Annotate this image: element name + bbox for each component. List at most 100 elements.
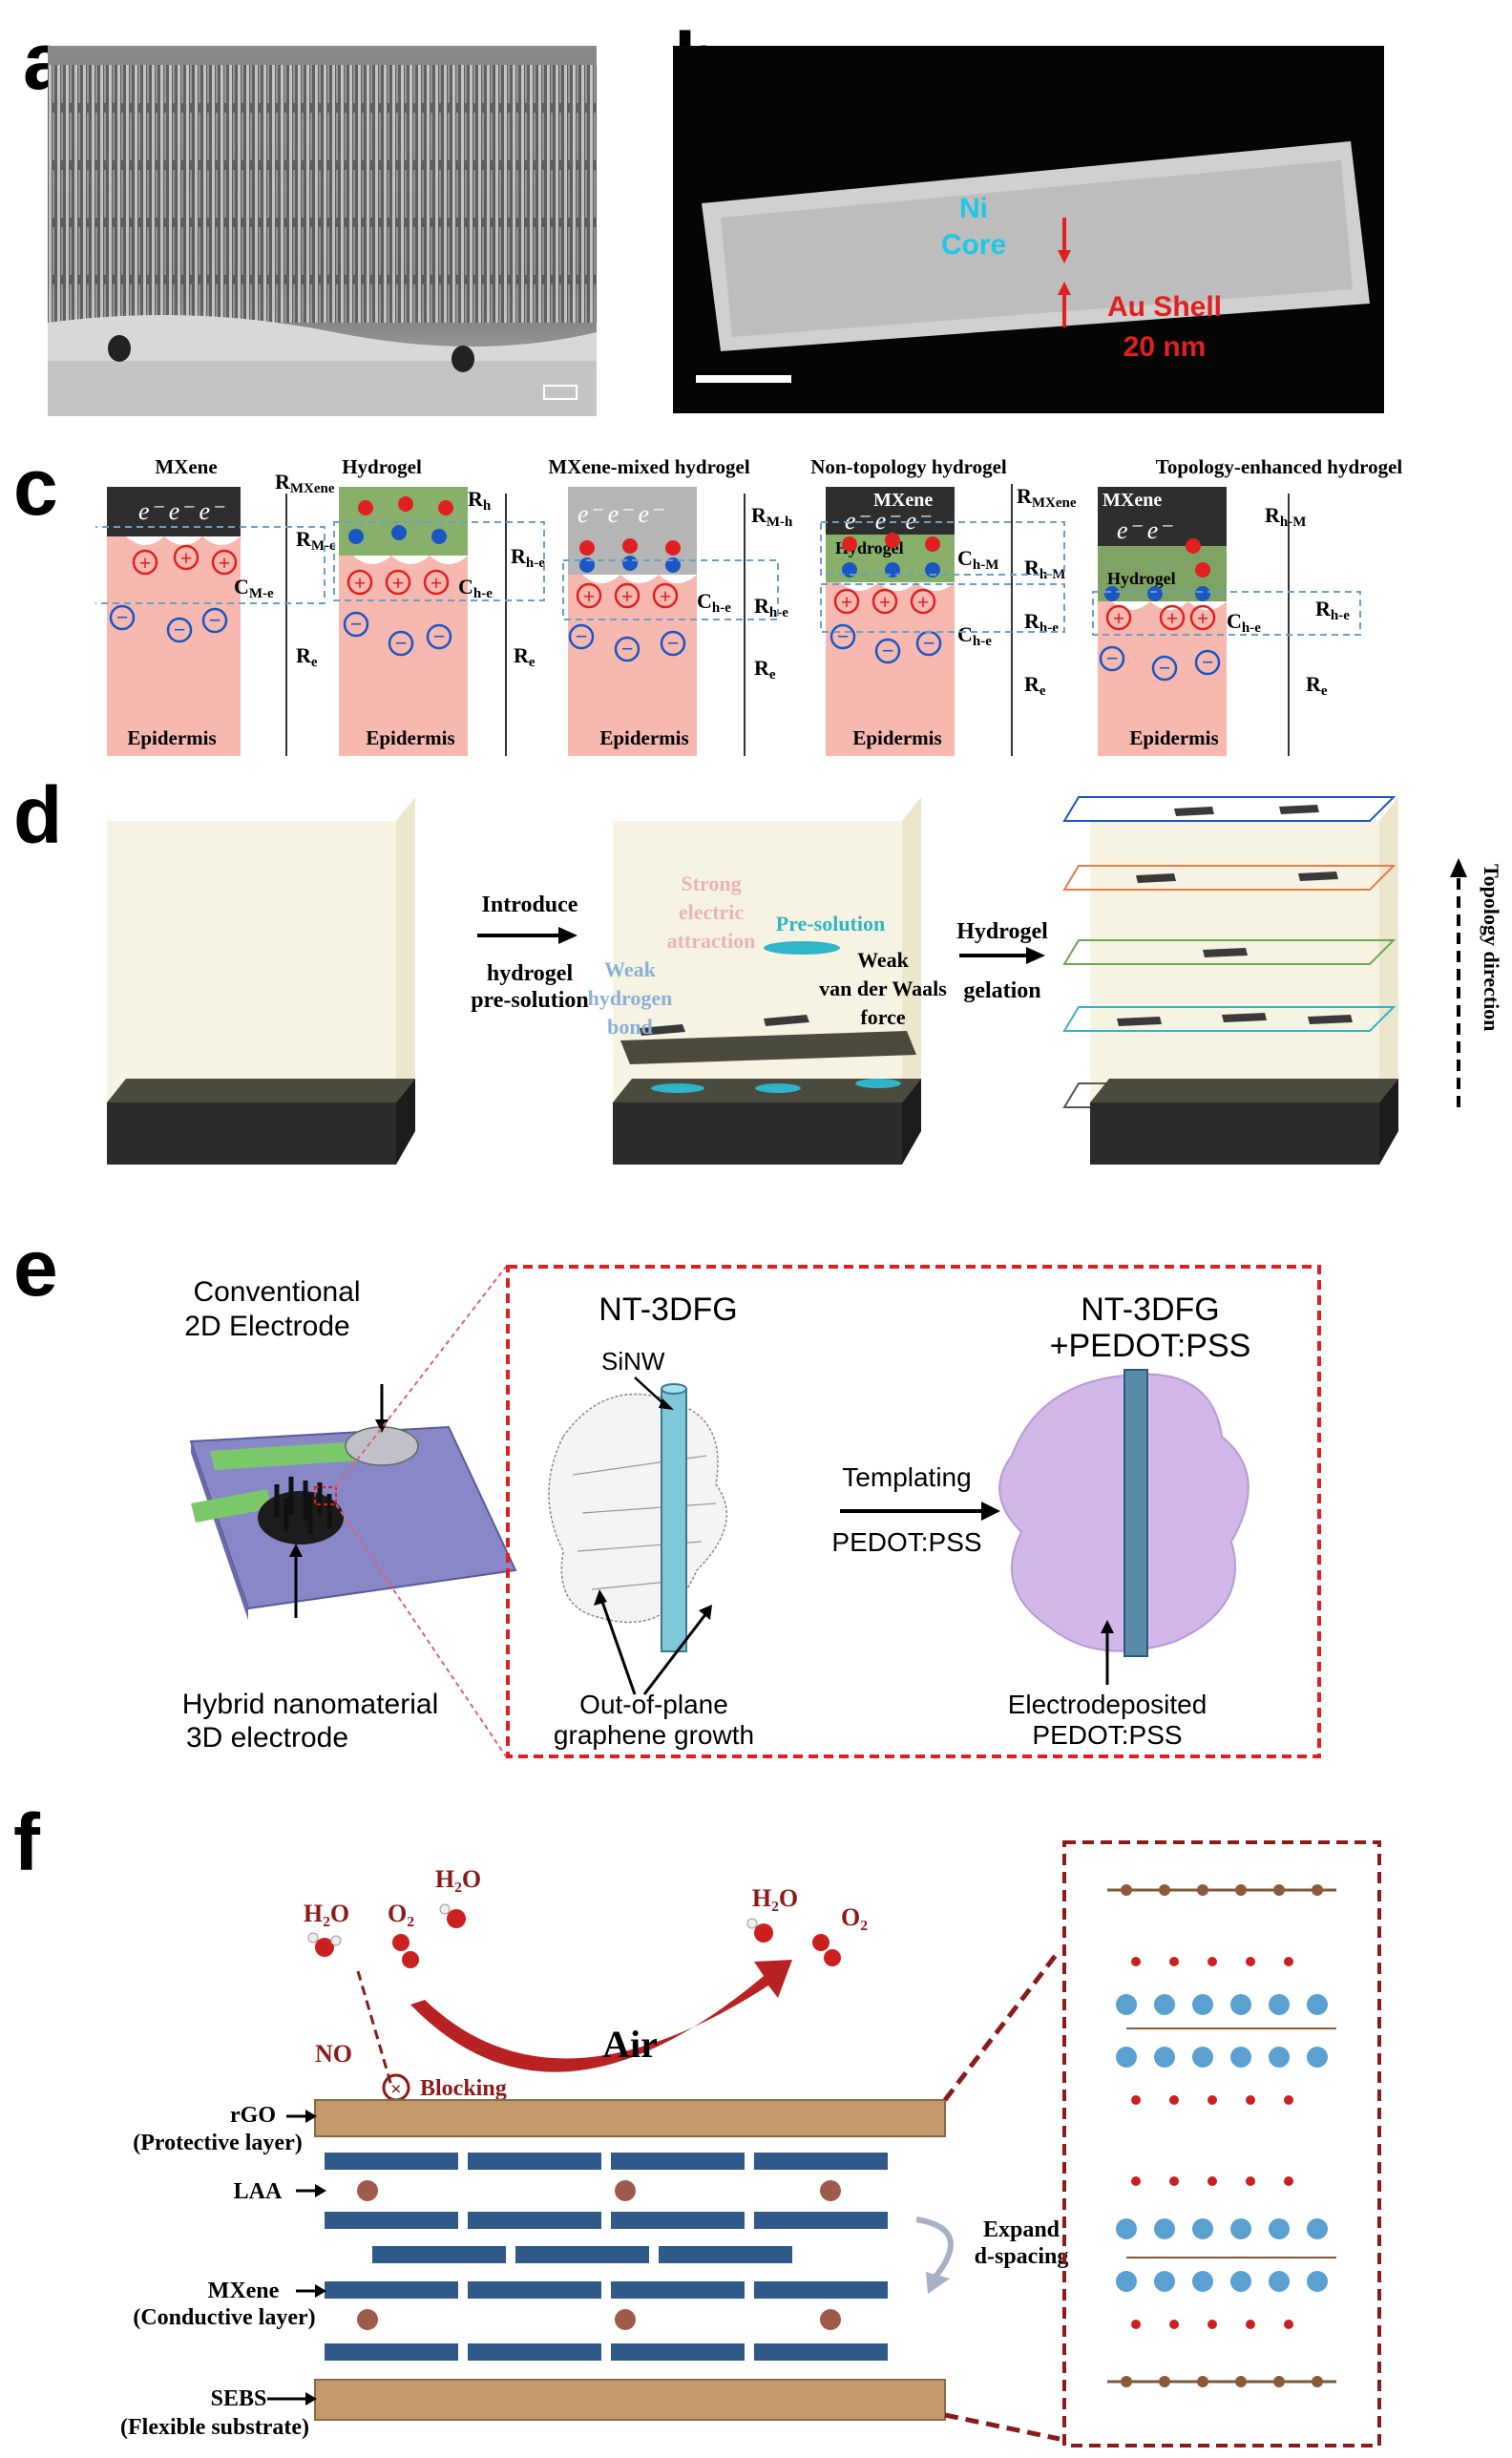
svg-text:+: + — [180, 546, 193, 570]
hbond-1: Weak — [604, 957, 657, 981]
svg-text:+: + — [660, 584, 672, 608]
sebs-2: (Flexible substrate) — [120, 2415, 309, 2440]
column-hydrogel: Hydrogel +++ −−− Epidermis Rh Rh-e Ch-e … — [333, 455, 545, 756]
vdw-3: force — [860, 1005, 905, 1029]
svg-text:+: + — [621, 584, 634, 608]
box-3 — [1062, 796, 1398, 1165]
expand-1: Expand — [983, 2217, 1060, 2242]
attraction-2: electric — [679, 900, 745, 924]
blocking-label: Blocking — [420, 2076, 507, 2101]
svg-text:Re: Re — [754, 656, 776, 683]
nt3dfg-label: NT-3DFG — [598, 1292, 737, 1328]
attraction-3: attraction — [667, 929, 756, 953]
svg-text:e⁻ e⁻: e⁻ e⁻ — [1117, 516, 1173, 544]
svg-text:×: × — [390, 2079, 401, 2100]
panel-e-schematic: Conventional 2D Electrode Hybrid nanomat… — [153, 1265, 1336, 1766]
svg-text:RM-h: RM-h — [751, 503, 793, 530]
svg-text:+: + — [841, 590, 853, 614]
svg-text:−: − — [1159, 656, 1171, 680]
zoom-box — [506, 1265, 1321, 1758]
atomic-zoom-box — [1062, 1840, 1381, 2447]
air-label: Air — [602, 2023, 658, 2066]
panel-d-schematic: Introduce hydrogel pre-solution Strong e… — [95, 778, 1512, 1222]
svg-text:−: − — [837, 624, 850, 648]
sebs-1: SEBS — [211, 2386, 267, 2411]
panel-e-label: e — [13, 1223, 58, 1313]
hbond-3: bond — [607, 1015, 653, 1039]
panel-d-label: d — [13, 770, 63, 860]
svg-text:Rh-M: Rh-M — [1024, 556, 1065, 582]
svg-text:−: − — [433, 624, 446, 648]
svg-text:+: + — [583, 584, 596, 608]
mxene-top-label-5: MXene — [1102, 490, 1162, 511]
arrow1-line2: hydrogel — [487, 961, 574, 986]
arrow2-line1: Hydrogel — [956, 919, 1048, 944]
o2-1: O₂ — [388, 1900, 414, 1927]
svg-text:−: − — [209, 608, 221, 632]
panel-f-label: f — [13, 1797, 40, 1887]
presolution-label: Pre-solution — [776, 912, 885, 935]
o2-2: O₂ — [841, 1903, 868, 1931]
svg-text:Rh-e: Rh-e — [754, 594, 788, 620]
no-label: NO — [315, 2040, 352, 2068]
epidermis-3: Epidermis — [599, 726, 688, 749]
mxene-1: MXene — [208, 2279, 280, 2303]
hydrogel-mid-label-5: Hydrogel — [1107, 569, 1176, 588]
svg-text:−: − — [667, 631, 680, 655]
svg-text:+: + — [917, 590, 930, 614]
svg-text:Re: Re — [1024, 672, 1046, 699]
svg-text:Ch-e: Ch-e — [957, 622, 992, 649]
hbond-2: hydrogen — [588, 986, 673, 1010]
panel-b-tem-image: Ni Core Au Shell 20 nm — [673, 46, 1384, 413]
col-title-topology: Topology-enhanced hydrogel — [1156, 455, 1403, 478]
core-line1: Ni — [959, 193, 988, 224]
svg-text:Rh-e: Rh-e — [511, 544, 545, 571]
box-1 — [107, 797, 415, 1165]
svg-text:−: − — [923, 631, 935, 655]
svg-text:−: − — [1202, 650, 1214, 674]
svg-text:e⁻ e⁻ e⁻: e⁻ e⁻ e⁻ — [138, 497, 225, 525]
vdw-2: van der Waals — [819, 977, 947, 1000]
graphene-left — [548, 1393, 727, 1624]
arrow1-line1: Introduce — [482, 893, 578, 917]
hybrid-1: Hybrid nanomaterial — [182, 1689, 438, 1720]
col-title-mixed: MXene-mixed hydrogel — [548, 455, 749, 478]
ni-core-label: Ni Core — [935, 191, 1012, 263]
attraction-1: Strong — [681, 872, 741, 895]
col-title-hydrogel: Hydrogel — [342, 455, 422, 478]
rgo-2: (Protective layer) — [133, 2131, 302, 2155]
svg-text:CM-e: CM-e — [234, 575, 274, 601]
epidermis-2: Epidermis — [366, 726, 454, 749]
panel-a-sem-image — [48, 46, 597, 416]
panel-c-label: c — [13, 442, 58, 532]
shell-line1: Au Shell — [1106, 291, 1222, 323]
electrodeposited-2: PEDOT:PSS — [1032, 1720, 1182, 1750]
svg-text:e⁻ e⁻ e⁻: e⁻ e⁻ e⁻ — [845, 507, 932, 535]
h2o-3: H₂O — [752, 1884, 798, 1912]
shell-line2: 20 nm — [1123, 331, 1207, 363]
svg-text:Re: Re — [1306, 672, 1328, 699]
h2o-2: H₂O — [435, 1865, 481, 1893]
svg-text:+: + — [219, 551, 231, 575]
svg-text:RMXene: RMXene — [275, 470, 335, 496]
pedot-arrow-label: PEDOT:PSS — [831, 1527, 981, 1557]
outofplane-1: Out-of-plane — [579, 1690, 728, 1719]
svg-text:Rh-e: Rh-e — [1315, 597, 1350, 623]
svg-text:e⁻ e⁻ e⁻: e⁻ e⁻ e⁻ — [578, 500, 664, 528]
nt3dfg-pedot-1: NT-3DFG — [1081, 1292, 1219, 1328]
svg-text:−: − — [621, 637, 634, 661]
conventional-2: 2D Electrode — [184, 1311, 349, 1342]
svg-text:+: + — [430, 571, 443, 595]
epidermis-5: Epidermis — [1129, 726, 1218, 749]
laa-label: LAA — [234, 2179, 283, 2204]
h2o-1: H₂O — [304, 1900, 349, 1927]
hybrid-2: 3D electrode — [186, 1722, 348, 1754]
svg-text:+: + — [354, 571, 367, 595]
epidermis-1: Epidermis — [127, 726, 216, 749]
svg-text:RM-e: RM-e — [296, 527, 336, 554]
svg-text:−: − — [882, 639, 894, 662]
topology-direction-label: Topology direction — [1480, 864, 1503, 1031]
column-non-topology: Non-topology hydrogel MXene e⁻ e⁻ e⁻ Hyd… — [810, 455, 1077, 756]
svg-text:+: + — [1113, 606, 1125, 630]
svg-text:−: − — [174, 618, 186, 641]
